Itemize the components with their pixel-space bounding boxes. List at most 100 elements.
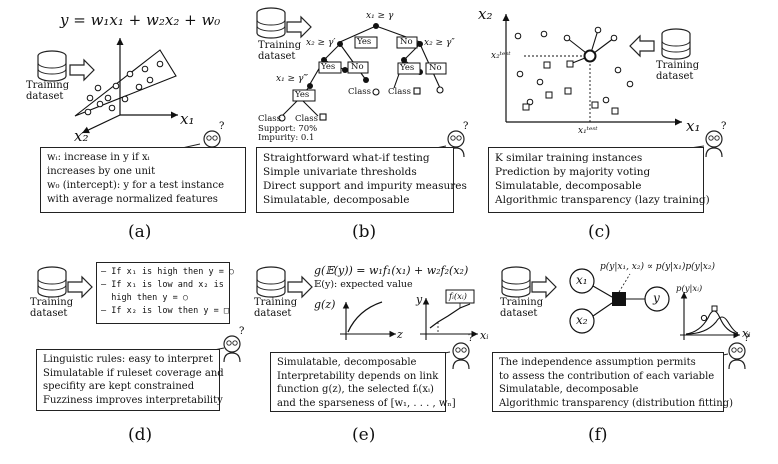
panel-b-yes-1: Yes xyxy=(357,37,372,47)
panel-e-graphic xyxy=(256,266,478,370)
panel-b-caption: (b) xyxy=(352,222,377,242)
panel-b-graphic xyxy=(256,7,469,158)
panel-c-test-x2: x₂ᵗᵉˢᵗ xyxy=(491,51,511,61)
panel-b-line: Direct support and impurity measures xyxy=(263,180,467,192)
panel-b-no-2: No xyxy=(351,62,364,72)
panel-f-node-x1: x₁ xyxy=(576,273,588,287)
panel-e-expected-value: 𝔼(y): expected value xyxy=(314,279,413,290)
panel-a-description: wᵢ: increase in y if xᵢ increases by one… xyxy=(40,147,246,213)
panel-f-pyxi: p(y|xᵢ) xyxy=(676,284,703,294)
panel-b-line: Simple univariate thresholds xyxy=(263,166,417,178)
panel-e-line: and the sparseness of [w₁, . . . , wₙ] xyxy=(277,397,456,409)
panel-d-caption: (d) xyxy=(128,425,153,445)
panel-a-axis-x2: x₂ xyxy=(74,127,89,145)
panel-e-description: Simulatable, decomposable Interpretabili… xyxy=(270,352,456,412)
panel-c-graphic xyxy=(502,14,727,158)
panel-b-class-1: Class xyxy=(348,87,372,97)
panel-f-line: Algorithmic transparency (distribution f… xyxy=(499,397,733,409)
panel-c-line: Simulatable, decomposable xyxy=(495,180,642,192)
panel-b-class-5: Class xyxy=(295,114,319,124)
arrow-right-icon xyxy=(67,276,93,298)
panel-c-axis-x1: x₁ xyxy=(686,117,701,135)
person-icon xyxy=(705,120,727,158)
panel-d-line: Simulatable if ruleset coverage and xyxy=(43,367,224,379)
panel-a-axis-x1: x₁ xyxy=(180,110,195,128)
panel-d-rule: high then y = ○ xyxy=(101,293,188,303)
panel-a-caption: (a) xyxy=(128,222,152,242)
panel-f-caption: (f) xyxy=(588,425,608,445)
panel-e-link-gz: g(z) xyxy=(314,298,336,311)
panel-d-db-label-2: dataset xyxy=(30,308,68,319)
panel-c-axis-x2: x₂ xyxy=(478,5,493,23)
panel-b-node3-label: x₁ ≥ γ‴ xyxy=(276,74,309,84)
panel-b-db-label-2: dataset xyxy=(258,51,296,62)
panel-f-xi: xᵢ xyxy=(742,327,751,340)
arrow-right-icon xyxy=(531,276,557,298)
panel-c-db-label-2: dataset xyxy=(656,71,694,82)
panel-f-db-label-1: Training xyxy=(500,297,544,308)
panel-e-line: Simulatable, decomposable xyxy=(277,357,417,368)
panel-e-z: z xyxy=(397,328,403,341)
panel-c-description: K similar training instances Prediction … xyxy=(488,147,710,213)
panel-e-db-label-2: dataset xyxy=(254,308,292,319)
panel-a-line: with average normalized features xyxy=(47,194,218,205)
panel-c-line: K similar training instances xyxy=(495,152,643,164)
panel-d-rules: – If x₁ is high then y = ○ – If x₁ is lo… xyxy=(96,262,234,324)
person-icon xyxy=(223,325,245,363)
panel-d-line: Fuzziness improves interpretability xyxy=(43,394,223,406)
arrow-right-icon xyxy=(286,16,312,38)
panel-b-node2-label: x₂ ≥ γ″ xyxy=(424,38,455,48)
panel-a-db-label-2: dataset xyxy=(26,91,64,102)
panel-a-graphic xyxy=(37,38,225,158)
panel-e-xi: xᵢ xyxy=(480,329,489,342)
panel-f-node-x2: x₂ xyxy=(576,313,588,327)
database-icon xyxy=(37,266,67,298)
panel-e-equation: g(𝔼(y)) = w₁f₁(x₁) + w₂f₂(x₂) xyxy=(314,264,469,277)
panel-f-line: The independence assumption permits xyxy=(499,357,696,368)
arrow-right-icon xyxy=(287,276,313,298)
panel-b-description: Straightforward what-if testing Simple u… xyxy=(256,147,467,213)
panel-b-class-2: Class xyxy=(388,87,412,97)
panel-d-rule: – If x₂ is low then y = □ xyxy=(101,306,229,316)
panel-b-yes-2: Yes xyxy=(321,62,336,72)
database-icon xyxy=(37,50,67,82)
database-icon xyxy=(256,266,286,298)
panel-b-support: Support: 70% xyxy=(258,124,318,134)
panel-f-db-label-2: dataset xyxy=(500,308,538,319)
panel-c-db-label-1: Training xyxy=(656,60,700,71)
panel-f-description: The independence assumption permits to a… xyxy=(492,352,733,412)
arrow-right-icon xyxy=(69,59,95,81)
person-icon xyxy=(452,332,474,370)
arrow-left-icon xyxy=(629,35,655,57)
panel-b-no-3: No xyxy=(429,63,442,73)
database-icon xyxy=(661,28,691,60)
panel-d-line: Linguistic rules: easy to interpret xyxy=(43,354,213,365)
panel-c-line: Algorithmic transparency (lazy training) xyxy=(495,194,710,206)
panel-d-description: Linguistic rules: easy to interpret Simu… xyxy=(36,349,224,411)
panel-b-db-label-1: Training xyxy=(258,40,302,51)
panel-b-root-label: x₁ ≥ γ xyxy=(366,11,394,21)
panel-f-graphic xyxy=(501,266,750,370)
panel-c-test-x1: x₁ᵗᵉˢᵗ xyxy=(578,126,598,136)
panel-f-node-y: y xyxy=(653,291,660,305)
panel-a-equation: y = w₁x₁ + w₂x₂ + w₀ xyxy=(60,11,221,29)
panel-b-line: Simulatable, decomposable xyxy=(263,194,410,206)
panel-f-formula: p(y|x₁, x₂) ∝ p(y|x₁)p(y|x₂) xyxy=(600,262,715,272)
panel-b-yes-3: Yes xyxy=(400,63,415,73)
panel-c-line: Prediction by majority voting xyxy=(495,166,651,178)
panel-a-line: wᵢ: increase in y if xᵢ xyxy=(47,152,150,163)
panel-b-line: Straightforward what-if testing xyxy=(263,152,430,164)
panel-d-line: specifity are kept constrained xyxy=(43,381,195,392)
panel-d-db-label-1: Training xyxy=(30,297,74,308)
panel-e-db-label-1: Training xyxy=(254,297,298,308)
panel-e-line: Interpretability depends on link xyxy=(277,370,439,382)
panel-e-caption: (e) xyxy=(352,425,376,445)
panel-b-no-1: No xyxy=(400,37,413,47)
panel-b-class-4: Class xyxy=(258,114,282,124)
panel-f-line: to assess the contribution of each varia… xyxy=(499,370,715,382)
panel-e-fi: fᵢ(xᵢ) xyxy=(449,292,467,302)
panel-d-rule: – If x₁ is low and x₂ is xyxy=(101,280,224,290)
database-icon xyxy=(256,7,286,39)
database-icon xyxy=(501,266,531,298)
